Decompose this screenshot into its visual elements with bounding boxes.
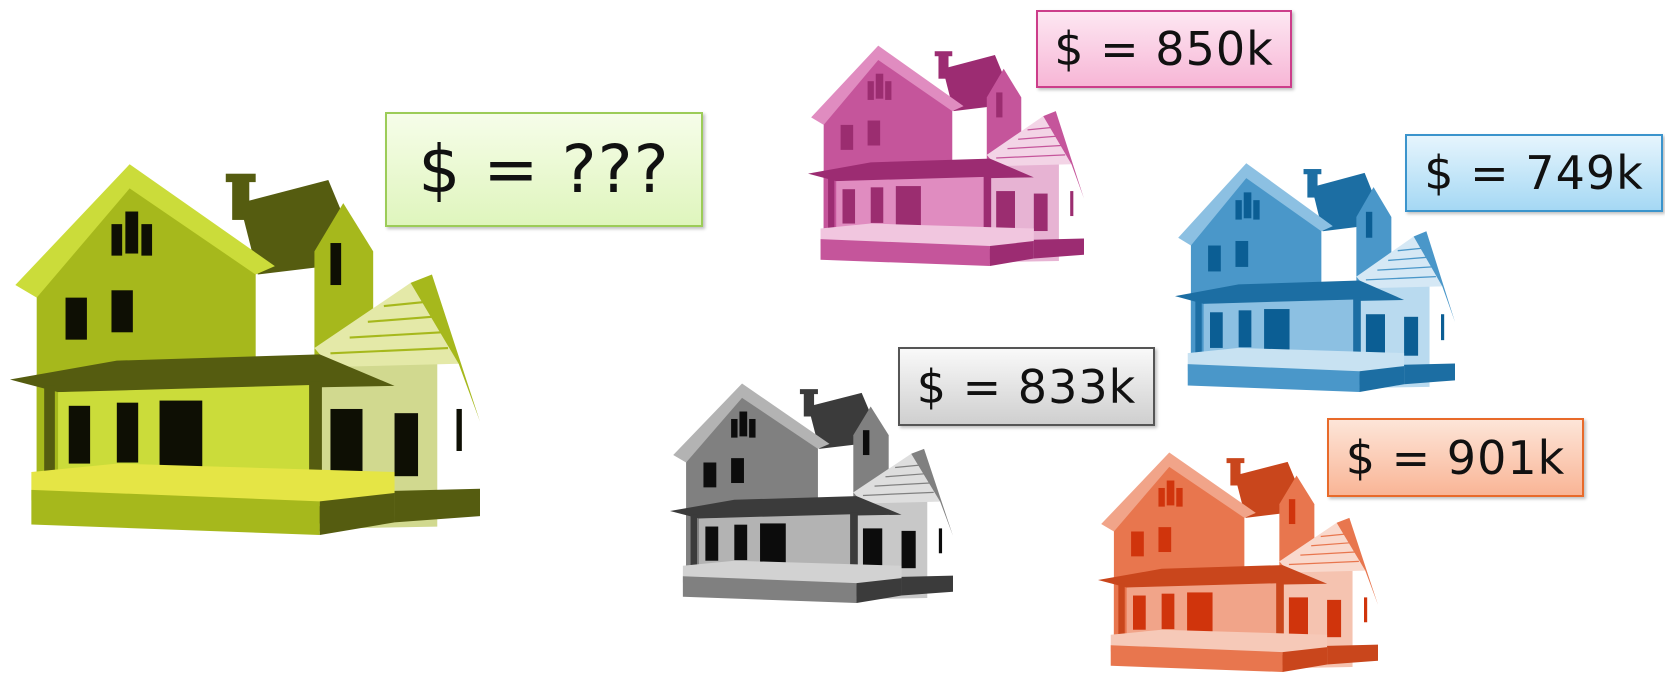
orange-house-price-label: $ = 901k (1327, 418, 1584, 497)
blue-house-price-label: $ = 749k (1405, 134, 1663, 212)
target-price-label: $ = ??? (385, 112, 703, 227)
pink-house-price-label: $ = 850k (1036, 10, 1292, 88)
gray-house-price-label: $ = 833k (898, 347, 1155, 426)
